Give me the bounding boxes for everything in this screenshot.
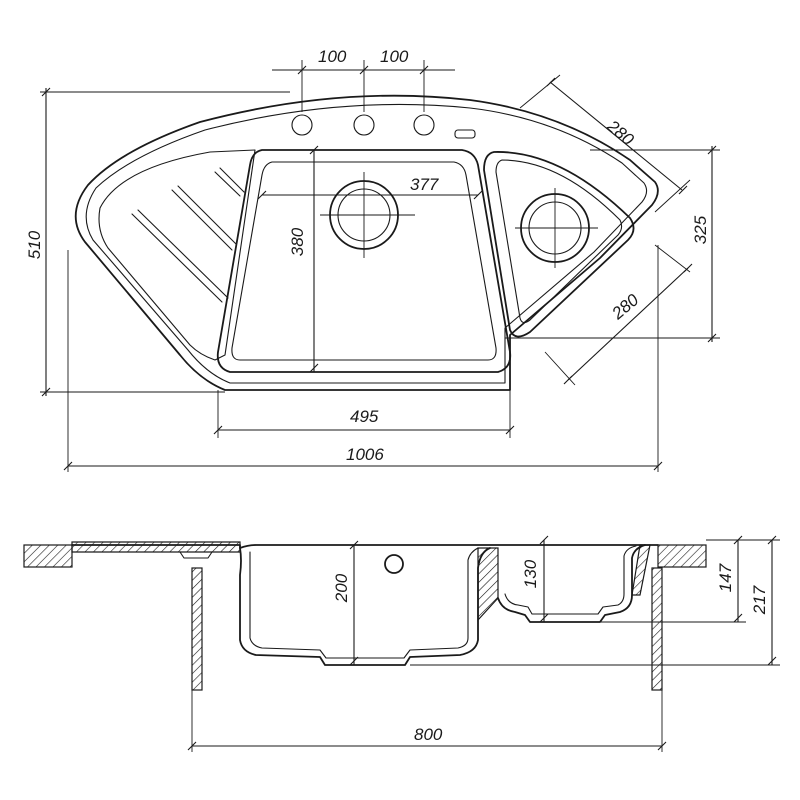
tap-hole-center [353, 114, 375, 136]
dim-side-length-lower: 280 [608, 290, 643, 324]
section-view-dimensions: 200 130 147 217 800 [187, 535, 780, 752]
countertop-right [657, 544, 707, 568]
dim-side-length-upper: 280 [603, 116, 638, 150]
section-view [23, 541, 707, 691]
dim-tap-spacing-right: 100 [380, 47, 409, 66]
top-view [74, 94, 659, 391]
dim-overall-width: 1006 [346, 445, 384, 464]
sink-rim-hatch-left [71, 541, 241, 553]
overflow-hole [384, 554, 404, 574]
dim-main-bowl-depth: 200 [332, 573, 351, 603]
tap-holes [291, 114, 476, 139]
dim-tap-spacing-left: 100 [318, 47, 347, 66]
corner-bowl-inner [495, 159, 623, 324]
dim-main-bowl-width: 377 [410, 175, 439, 194]
corner-bowl-section [497, 544, 646, 623]
dim-depth-to-rim: 147 [716, 563, 735, 592]
cabinet-wall-left [191, 567, 203, 691]
overflow-button [454, 129, 476, 139]
cabinet-wall-right [651, 567, 663, 691]
dim-right-depth: 325 [691, 215, 710, 244]
corner-bowl-right-wall [631, 544, 651, 596]
sink-outer-outline-inner [85, 103, 648, 384]
tap-hole-left [291, 114, 313, 136]
dim-overall-depth: 510 [25, 230, 44, 259]
sink-outer-outline [74, 94, 659, 391]
main-bowl-section-inner [249, 547, 479, 659]
drainer-board [98, 149, 256, 361]
dim-main-bowl-length: 380 [288, 227, 307, 256]
countertop-left [23, 544, 73, 568]
dim-second-bowl-depth: 130 [521, 559, 540, 588]
corner-bowl-section-inner [504, 545, 637, 615]
main-bowl-outer [216, 149, 512, 373]
dim-cabinet-width: 800 [414, 725, 443, 744]
tap-hole-right [413, 114, 435, 136]
corner-bowl-outer [483, 151, 635, 338]
dim-total-height: 217 [750, 585, 769, 615]
top-view-dimensions: 100 100 510 280 325 280 377 380 [25, 47, 720, 472]
main-bowl-inner [231, 161, 497, 361]
bowl-partition [477, 547, 499, 622]
drainer-grooves [131, 167, 245, 303]
main-bowl-section [239, 547, 491, 666]
dim-main-bowl-base-width: 495 [350, 407, 379, 426]
